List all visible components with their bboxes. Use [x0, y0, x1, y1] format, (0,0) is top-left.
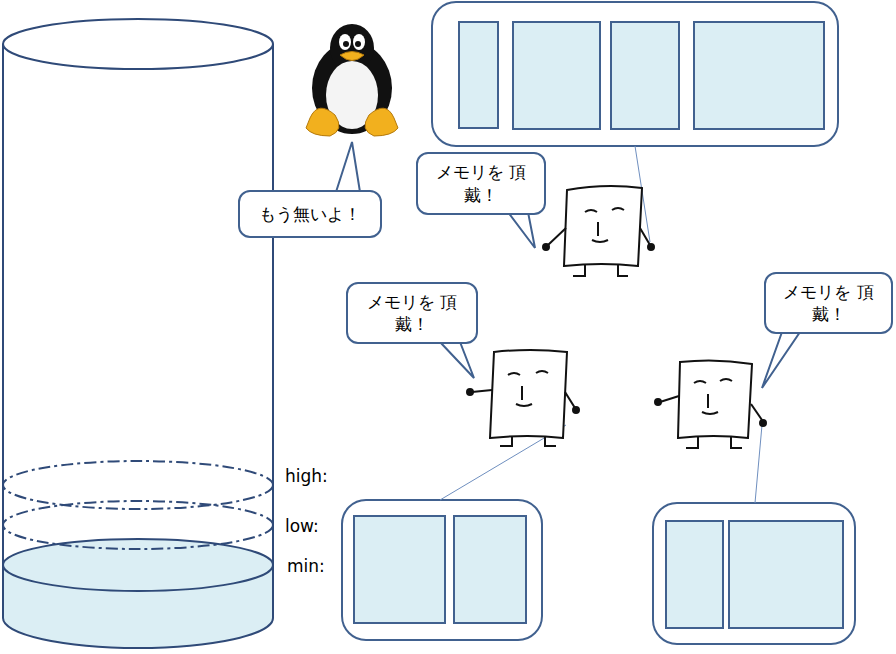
bubble-tail: [336, 142, 800, 388]
speech-bubble: もう無いよ！: [238, 190, 382, 238]
bubble-text: もう無いよ！: [251, 199, 369, 229]
speech-bubble: メモリを 頂戴！: [416, 152, 546, 215]
speech-bubble: メモリを 頂戴！: [346, 282, 478, 344]
level-label: low:: [283, 516, 321, 536]
level-label: min:: [285, 556, 327, 576]
paper-character: [467, 186, 766, 448]
memory-cylinder: [3, 19, 273, 648]
speech-bubble: メモリを 頂戴！: [764, 272, 893, 334]
level-label: high:: [283, 466, 330, 486]
bubble-text: メモリを 頂戴！: [353, 287, 471, 339]
bubble-text: メモリを 頂戴！: [423, 157, 539, 209]
penguin: [306, 24, 398, 136]
bubble-text: メモリを 頂戴！: [771, 277, 886, 329]
